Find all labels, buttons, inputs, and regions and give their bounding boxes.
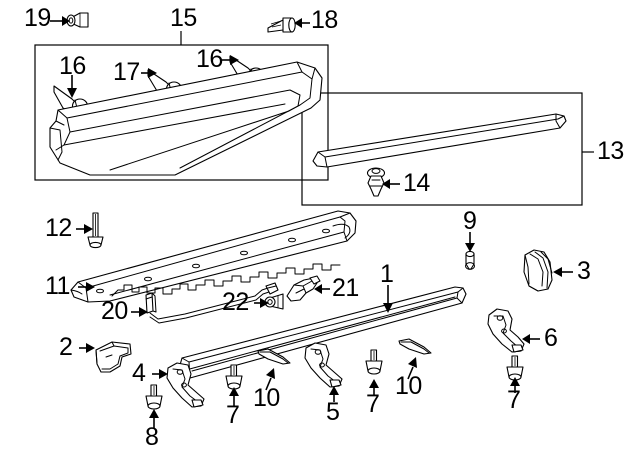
part-rocker-molding-15 (49, 61, 323, 176)
callout-10-right: 10 (395, 372, 422, 400)
leader-21 (314, 284, 330, 294)
group-box-13 (301, 92, 583, 206)
part-tab-20 (145, 282, 279, 324)
callout-5: 5 (326, 398, 340, 426)
part-bolt-8 (145, 384, 163, 410)
leader-16b (222, 55, 239, 65)
leader-3 (553, 267, 573, 277)
part-grommet-22 (264, 293, 284, 310)
leader-19 (50, 16, 70, 26)
leader-6 (522, 334, 540, 344)
callout-17: 17 (113, 58, 140, 86)
leader-7c (369, 379, 379, 395)
part-seal-10a (257, 348, 291, 365)
leader-7d (510, 377, 520, 393)
callout-2: 2 (59, 333, 73, 361)
callout-21: 21 (332, 274, 359, 302)
part-bolt-7d (506, 355, 524, 381)
part-clip-19 (66, 12, 89, 28)
leader-4 (152, 369, 168, 379)
callout-20: 20 (101, 297, 128, 325)
leader-22 (254, 298, 269, 308)
callout-6: 6 (544, 324, 558, 352)
part-bracket-6 (487, 308, 525, 353)
leader-9 (465, 232, 475, 252)
callout-12: 12 (45, 214, 72, 242)
leader-10a (265, 368, 275, 391)
part-bracket-5 (304, 342, 343, 388)
leader-8 (149, 409, 159, 428)
leader-18 (294, 18, 310, 28)
part-bracket-3 (523, 249, 553, 292)
part-bolt-12 (87, 212, 104, 249)
part-rocker-trim-13 (312, 113, 567, 168)
callout-8: 8 (145, 423, 159, 451)
leader-12 (76, 224, 93, 234)
leader-5 (329, 386, 339, 402)
callout-4: 4 (132, 359, 146, 387)
callout-16-left: 16 (59, 52, 86, 80)
leader-2 (79, 343, 95, 353)
callout-1: 1 (380, 260, 394, 288)
callout-7-center: 7 (366, 390, 380, 418)
callout-3: 3 (577, 257, 591, 285)
leader-17 (141, 68, 157, 78)
callout-19: 19 (24, 4, 51, 32)
callout-13: 13 (597, 137, 624, 165)
callout-7-left: 7 (226, 401, 240, 429)
part-bracket-2 (95, 341, 132, 373)
leader-11 (78, 282, 95, 292)
callout-9: 9 (463, 207, 477, 235)
callout-18: 18 (311, 6, 338, 34)
part-grommet-9 (465, 250, 475, 270)
part-seal-10b (398, 338, 432, 355)
part-bracket-4 (166, 362, 205, 408)
part-clip-14 (366, 167, 386, 197)
callout-7-right: 7 (507, 386, 521, 414)
part-rocker-panel-1 (177, 286, 467, 379)
part-bolt-7a (225, 364, 243, 390)
leader-10b (407, 357, 417, 380)
leader-14 (382, 179, 400, 189)
leader-16a (67, 75, 77, 98)
part-step-bar-11 (70, 210, 357, 303)
part-bolt-7c (365, 349, 383, 375)
callout-14: 14 (403, 169, 430, 197)
callout-22: 22 (222, 288, 249, 316)
callout-16-right: 16 (196, 45, 223, 73)
leader-7a (229, 387, 239, 406)
callout-11: 11 (45, 272, 70, 300)
part-cap-21 (286, 275, 321, 302)
part-screw-18 (267, 17, 296, 33)
callout-10-left: 10 (253, 384, 280, 412)
leader-1 (383, 285, 393, 313)
leader-20 (131, 307, 148, 317)
callout-15: 15 (170, 4, 197, 32)
